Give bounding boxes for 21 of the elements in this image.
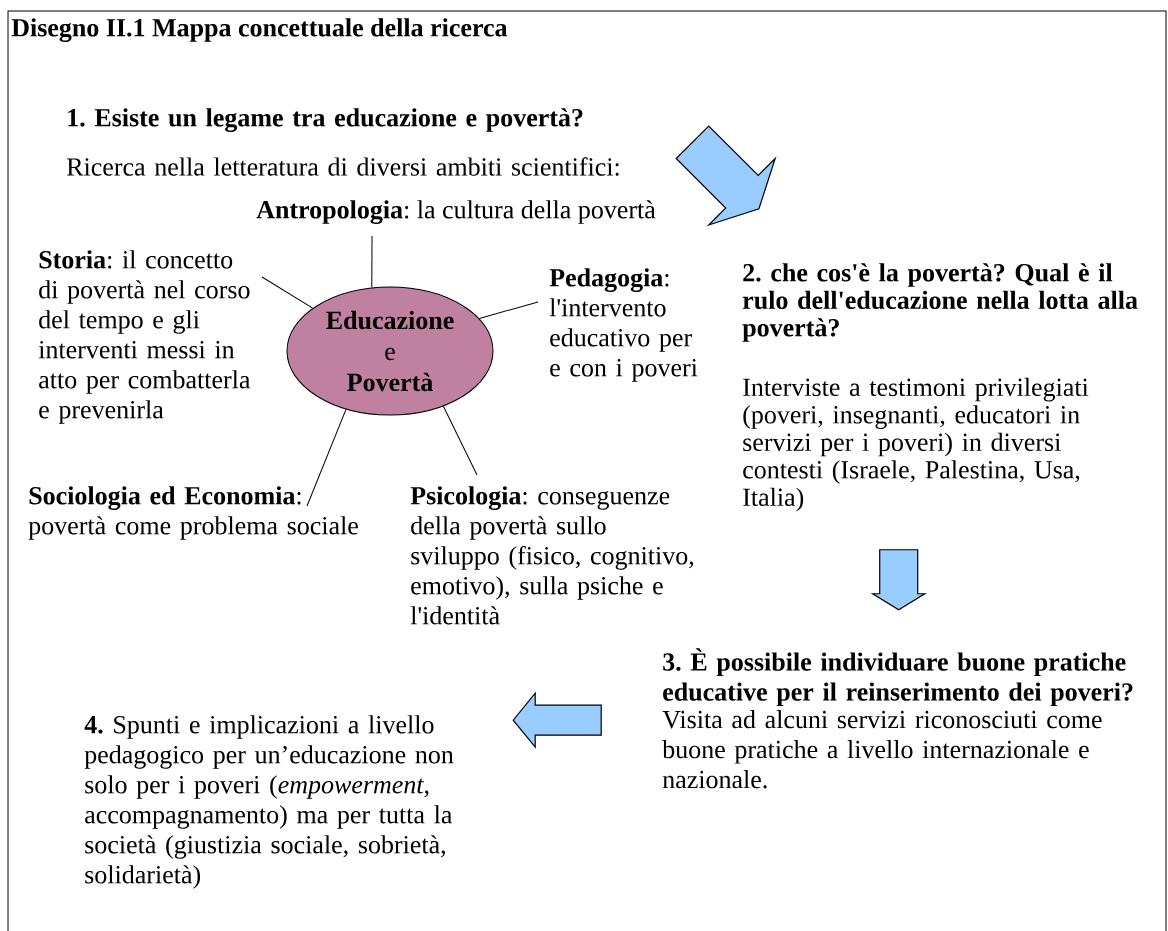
topic-text: Psicologia: conseguenze della povertà sullo sviluppo (fisico, cognitivo, emotivo), sulla psiche e l'identità — [410, 486, 694, 625]
topic-text: Antropologia: la cultura della povertà — [256, 200, 656, 224]
question-heading: 2. che cos'è la povertà? Qual è il rulo dell'educazione nella lotta alla povertà? — [742, 263, 1138, 342]
question-heading: 1. Esiste un legame tra educazione e povertà? — [68, 108, 583, 132]
topic-text: 4. Spunti e implicazioni a livello pedagogico per un’educazione non solo per i poveri (empowerment, accompagnamento) ma per tutta la società (giustizia sociale, sobrietà, solidarietà) — [84, 715, 454, 889]
topic-text: Storia: il concetto di povertà nel corso del tempo e gli interventi messi in atto per combatterla e prevenirla — [38, 250, 251, 424]
topic-text: Sociologia ed Economia: povertà come problema sociale — [28, 486, 358, 540]
title: Disegno II.1 Mappa concettuale della ricerca — [11, 18, 508, 42]
connector-line — [442, 405, 478, 476]
connector-line — [261, 276, 314, 309]
topic-text: Pedagogia: l'intervento educativo per e con i poveri — [549, 268, 698, 382]
body-text: Ricerca nella letteratura di diversi ambiti scientifici: — [66, 157, 619, 176]
block-arrow — [512, 691, 602, 749]
question-heading: 3. È possibile individuare buone pratiche educative per il reinserimento dei poveri? — [663, 648, 1133, 707]
connector-line — [306, 408, 347, 507]
block-arrow — [870, 549, 927, 611]
connector-line — [371, 235, 373, 288]
body-text: Visita ad alcuni servizi riconosciuti come buone pratiche a livello internazionale e nazionale. — [662, 710, 1102, 789]
connector-line — [478, 301, 539, 319]
body-text: Interviste a testimoni privilegiati (poveri, insegnanti, educatori in servizi per i poveri) in diversi contesti (Israele, Palestina, Usa, Italia) — [743, 377, 1089, 512]
block-arrow — [675, 125, 777, 227]
